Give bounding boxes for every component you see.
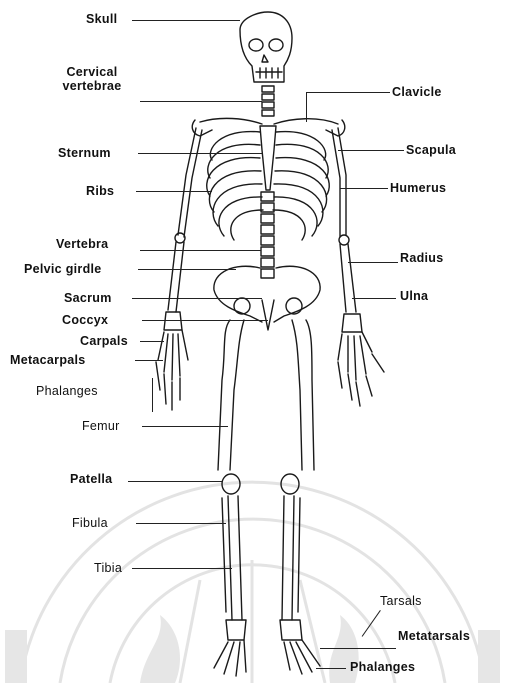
- label-sacrum: Sacrum: [64, 291, 112, 305]
- label-humerus: Humerus: [390, 181, 446, 195]
- leader-coccyx: [142, 320, 268, 321]
- leader-clavicle: [306, 92, 390, 93]
- leader-ribs: [136, 191, 212, 192]
- leader-metacarpals: [135, 360, 163, 361]
- leader-skull: [132, 20, 240, 21]
- leader-humerus: [340, 188, 388, 189]
- label-patella: Patella: [70, 472, 112, 486]
- leader-scapula: [338, 150, 404, 151]
- leader-sacrum: [132, 298, 262, 299]
- leader-tibia: [132, 568, 232, 569]
- leader-vertebra: [140, 250, 261, 251]
- leader-femur: [142, 426, 228, 427]
- label-ulna: Ulna: [400, 289, 428, 303]
- leader-patella: [128, 481, 222, 482]
- leader-metatarsals: [320, 648, 396, 649]
- label-scapula: Scapula: [406, 143, 456, 157]
- label-fibula: Fibula: [72, 516, 108, 530]
- leader-phalanges-foot: [316, 668, 346, 669]
- label-carpals: Carpals: [80, 334, 128, 348]
- label-coccyx: Coccyx: [62, 313, 108, 327]
- label-cervical-line1: Cervical: [44, 65, 140, 79]
- leader-pelvic-girdle: [138, 269, 236, 270]
- leader-cervical: [140, 101, 262, 102]
- label-cervical: Cervical vertebrae: [44, 65, 140, 93]
- leader-carpals: [140, 341, 164, 342]
- label-skull: Skull: [86, 12, 117, 26]
- label-cervical-line2: vertebrae: [44, 79, 140, 93]
- label-tarsals: Tarsals: [380, 594, 422, 608]
- label-clavicle: Clavicle: [392, 85, 442, 99]
- leader-sternum: [138, 153, 262, 154]
- label-sternum: Sternum: [58, 146, 111, 160]
- leader-radius: [348, 262, 398, 263]
- label-radius: Radius: [400, 251, 443, 265]
- leader-ulna: [352, 298, 396, 299]
- label-vertebra: Vertebra: [56, 237, 108, 251]
- leader-clavicle-drop: [306, 92, 307, 122]
- label-phalanges-foot: Phalanges: [350, 660, 415, 674]
- label-metacarpals: Metacarpals: [10, 353, 86, 367]
- label-femur: Femur: [82, 419, 120, 433]
- leader-fibula: [136, 523, 226, 524]
- label-metatarsals: Metatarsals: [398, 629, 470, 643]
- label-ribs: Ribs: [86, 184, 114, 198]
- leader-phalanges-hand: [152, 378, 153, 412]
- label-tibia: Tibia: [94, 561, 122, 575]
- label-phalanges-hand: Phalanges: [36, 384, 98, 398]
- label-pelvic-girdle: Pelvic girdle: [24, 262, 102, 276]
